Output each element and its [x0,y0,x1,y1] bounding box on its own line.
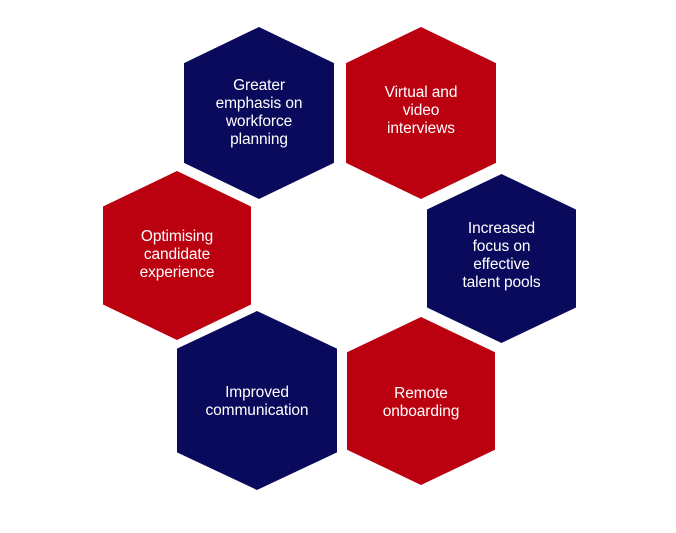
hexagon-label: Virtual and video interviews [384,84,458,137]
hexagon-label: Remote onboarding [382,385,460,420]
hexagon-shape [177,311,337,490]
hexagon-candidate-experience: Optimising candidate experience [103,171,251,340]
hexagon-label: Improved communication [205,383,309,419]
hexagon-workforce-planning: Greater emphasis on workforce planning [184,27,334,199]
hexagon-label: Optimising candidate experience [139,227,215,281]
hexagon-shape [103,171,251,340]
hexagon-remote-onboarding: Remote onboarding [347,317,495,485]
hexagon-shape [347,317,495,485]
hexagon-label: Greater emphasis on workforce planning [215,77,303,148]
hexagon-shape [427,174,576,343]
hexagon-communication: Improved communication [177,311,337,490]
hexagon-label: Increased focus on effective talent pool… [462,219,541,291]
hexagon-shape [184,27,334,199]
hexagon-virtual-interviews: Virtual and video interviews [346,27,496,199]
hexagon-talent-pools: Increased focus on effective talent pool… [427,174,576,343]
hexagon-shape [346,27,496,199]
